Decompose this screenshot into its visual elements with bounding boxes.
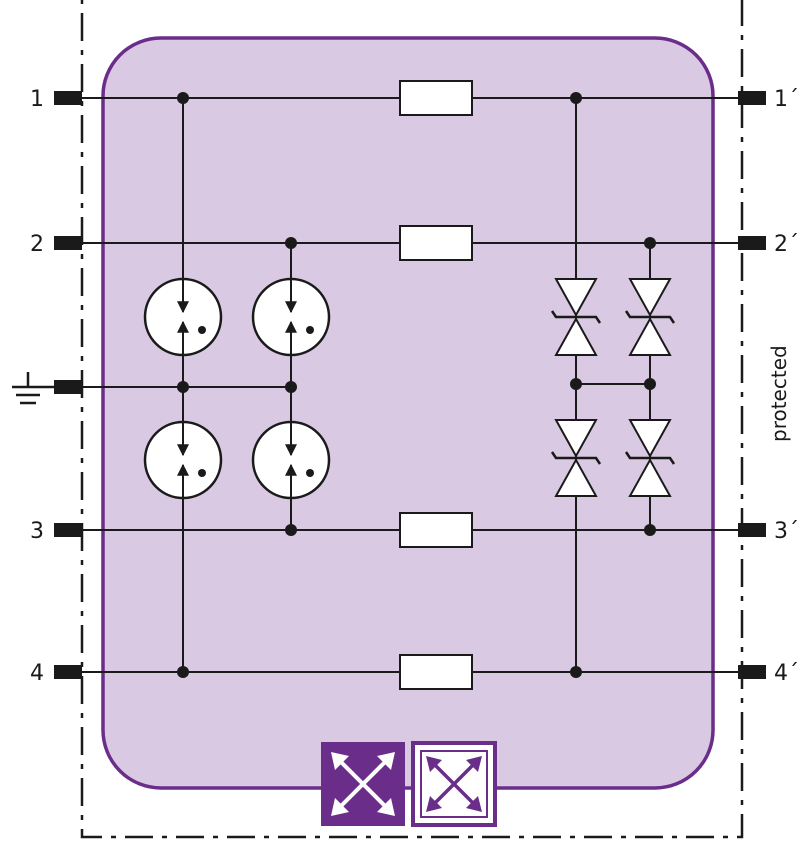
junction-dot [285,237,297,249]
terminal-label-right-1: 1´ [774,87,799,112]
gas-discharge-tube-icon [251,277,331,357]
junction-dot [177,666,189,678]
junction-dot [570,92,582,104]
terminal-label-left-1: 1 [30,87,44,112]
terminal-label-left-2: 2 [30,232,44,257]
junction-dot [644,237,656,249]
terminal-left-4 [54,665,82,679]
junction-dot [644,378,656,390]
protected-label: protected [767,345,791,442]
module-body [101,36,715,790]
junction-dot [285,381,297,393]
terminal-left-3 [54,523,82,537]
suppressor-diode-icon [550,419,602,497]
resistor-icon [399,225,473,261]
junction-dot [285,524,297,536]
gas-discharge-tube-icon [251,420,331,500]
terminal-label-right-4: 4´ [774,661,799,686]
resistor-icon [399,654,473,690]
terminal-right-4 [738,665,766,679]
terminal-right-2 [738,236,766,250]
junction-dot [570,378,582,390]
pcb-badge-icon [321,742,405,826]
junction-dot [177,92,189,104]
gas-discharge-tube-icon [143,277,223,357]
terminal-left-ground [54,380,82,394]
enclosure-border [80,0,744,839]
resistor-icon [399,512,473,548]
junction-dot [177,381,189,393]
terminal-label-right-2: 2´ [774,232,799,257]
suppressor-diode-icon [550,278,602,356]
junction-dot [570,666,582,678]
terminal-left-2 [54,236,82,250]
terminal-label-left-3: 3 [30,519,44,544]
terminal-label-left-4: 4 [30,661,44,686]
terminal-left-1 [54,91,82,105]
pcb-badge-icon [411,741,497,827]
ground-icon [12,372,54,405]
junction-dot [644,524,656,536]
gas-discharge-tube-icon [143,420,223,500]
suppressor-diode-icon [624,278,676,356]
terminal-right-1 [738,91,766,105]
resistor-icon [399,80,473,116]
terminal-right-3 [738,523,766,537]
suppressor-diode-icon [624,419,676,497]
terminal-label-right-3: 3´ [774,519,799,544]
